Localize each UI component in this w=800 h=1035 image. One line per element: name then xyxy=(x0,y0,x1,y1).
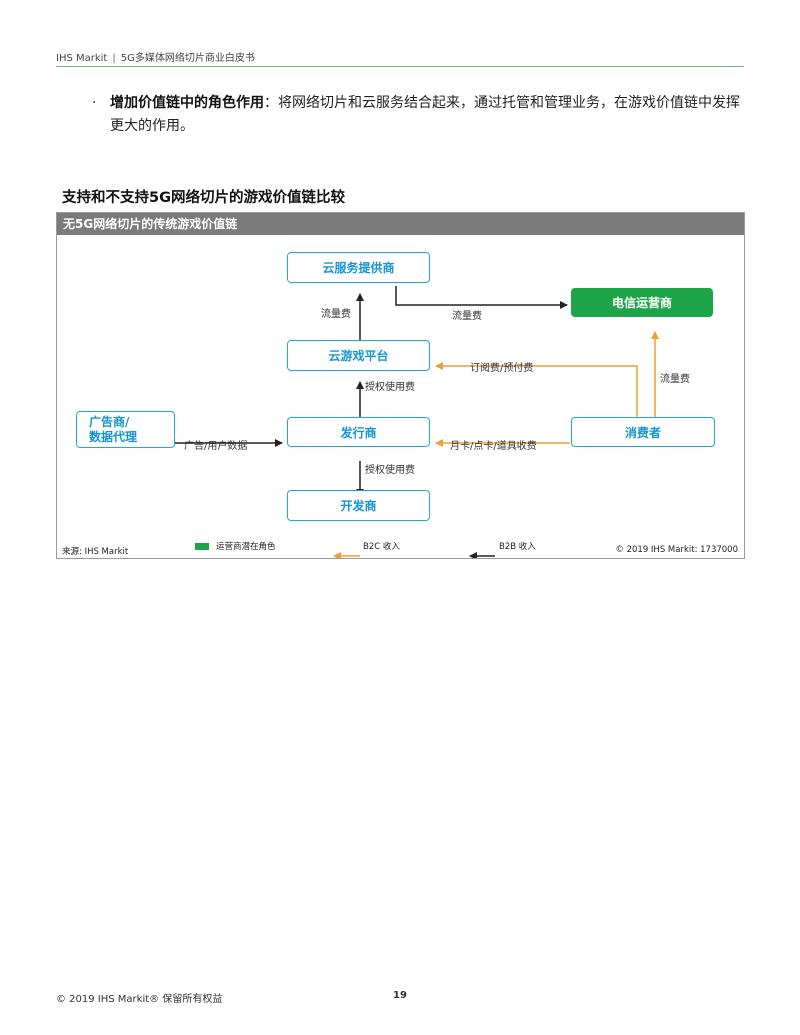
label-publisher-to-developer: 授权使用费 xyxy=(365,465,415,476)
figure-title: 无5G网络切片的传统游戏价值链 xyxy=(57,213,744,235)
node-cloud-game-platform: 云游戏平台 xyxy=(287,340,430,371)
value-chain-figure: 无5G网络切片的传统游戏价值链 云服务提供商 电信运营商 云游戏平台 广告商/ … xyxy=(56,212,745,559)
label-consumer-to-publisher: 月卡/点卡/道具收费 xyxy=(450,441,537,452)
label-consumer-to-telecom: 流量费 xyxy=(660,374,690,385)
node-advertiser-data-broker: 广告商/ 数据代理 xyxy=(76,411,175,448)
edge-cloud-to-telecom xyxy=(395,286,568,309)
node-consumer: 消费者 xyxy=(571,417,715,447)
legend-operator-swatch xyxy=(195,543,209,550)
figure-source: 来源: IHS Markit xyxy=(62,547,129,557)
label-consumer-to-platform: 订阅费/预付费 xyxy=(470,363,534,374)
figure-copyright: © 2019 IHS Markit: 1737000 xyxy=(615,545,738,555)
header-doc-title: 5G多媒体网络切片商业白皮书 xyxy=(120,53,255,64)
header-brand: IHS Markit xyxy=(56,53,108,64)
header-separator: | xyxy=(112,53,116,64)
bullet-colon: ： xyxy=(264,95,278,111)
node-cloud-service-provider: 云服务提供商 xyxy=(287,252,430,283)
header-rule xyxy=(56,66,744,67)
legend-b2b: B2B 收入 xyxy=(499,542,536,552)
page-number: 19 xyxy=(393,990,407,1001)
label-platform-to-cloud: 流量费 xyxy=(321,309,351,320)
legend-operator-role: 运营商潜在角色 xyxy=(216,542,276,552)
node-publisher: 发行商 xyxy=(287,417,430,447)
page-footer-copyright: © 2019 IHS Markit® 保留所有权益 xyxy=(56,994,223,1005)
section-title: 支持和不支持5G网络切片的游戏价值链比较 xyxy=(62,190,345,206)
bullet-paragraph: · 增加价值链中的角色作用：将网络切片和云服务结合起来，通过托管和管理业务，在游… xyxy=(92,92,747,138)
edge-consumer-to-platform xyxy=(435,362,638,419)
bullet-body-text: 将网络切片和云服务结合起来，通过托管和管理业务，在游戏价值链中发挥更大的作用。 xyxy=(110,95,740,134)
running-header: IHS Markit | 5G多媒体网络切片商业白皮书 xyxy=(56,49,744,64)
bullet-text-block: 增加价值链中的角色作用：将网络切片和云服务结合起来，通过托管和管理业务，在游戏价… xyxy=(110,92,747,138)
node-telecom-operator: 电信运营商 xyxy=(571,288,713,317)
label-cloud-to-telecom: 流量费 xyxy=(452,311,482,322)
diagram-connectors xyxy=(174,286,659,558)
node-developer: 开发商 xyxy=(287,490,430,521)
legend-b2c: B2C 收入 xyxy=(363,542,400,552)
bullet-marker: · xyxy=(92,95,97,111)
label-advertiser-to-publisher: 广告/用户数据 xyxy=(184,441,248,452)
label-publisher-to-platform: 授权使用费 xyxy=(365,382,415,393)
bullet-strong-text: 增加价值链中的角色作用 xyxy=(110,95,264,111)
